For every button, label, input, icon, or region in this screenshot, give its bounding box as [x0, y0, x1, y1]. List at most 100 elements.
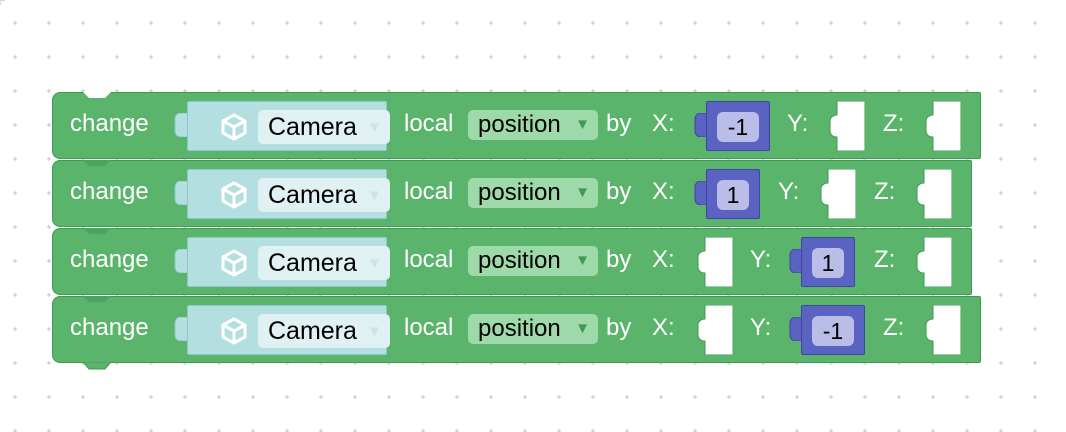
y-label: Y:: [750, 246, 772, 273]
x-value-field[interactable]: -1: [717, 112, 759, 142]
x-input[interactable]: 1: [694, 169, 762, 219]
grid-cross: [47, 395, 51, 399]
number-block[interactable]: -1: [706, 101, 770, 151]
grid-cross: [999, 225, 1003, 229]
grid-cross: [863, 395, 867, 399]
grid-cross: [999, 395, 1003, 399]
property-dropdown-value: position: [478, 315, 561, 342]
grid-cross: [285, 429, 289, 432]
grid-cross: [659, 55, 663, 59]
space-label: local: [404, 314, 454, 341]
object-dropdown[interactable]: Camera ▼: [258, 178, 390, 212]
grid-cross: [285, 395, 289, 399]
grid-cross: [1033, 55, 1037, 59]
property-dropdown[interactable]: position ▼: [468, 110, 598, 140]
grid-cross: [795, 429, 799, 432]
grid-cross: [1033, 157, 1037, 161]
object-block[interactable]: Camera ▼: [187, 305, 390, 355]
number-connector: [789, 317, 803, 341]
grid-cross: [897, 395, 901, 399]
x-value-field[interactable]: 1: [717, 180, 749, 210]
triangle-down-icon: ▼: [367, 323, 382, 340]
property-dropdown[interactable]: position ▼: [468, 246, 598, 276]
y-input-empty[interactable]: [825, 101, 865, 151]
y-input-empty[interactable]: [816, 169, 856, 219]
grid-cross: [999, 327, 1003, 331]
y-value-field[interactable]: 1: [812, 248, 844, 278]
z-input-empty[interactable]: [921, 101, 961, 151]
grid-cross: [523, 21, 527, 25]
x-input-empty[interactable]: [693, 237, 733, 287]
change-position-block[interactable]: change Camera ▼ local position ▼ by X: Y…: [52, 228, 972, 295]
z-input-empty[interactable]: [912, 237, 952, 287]
object-block[interactable]: Camera ▼: [187, 169, 390, 219]
grid-cross: [1033, 191, 1037, 195]
grid-cross: [829, 55, 833, 59]
grid-cross: [149, 395, 153, 399]
y-input[interactable]: -1: [789, 305, 867, 355]
grid-cross: [625, 21, 629, 25]
object-input[interactable]: Camera ▼: [173, 169, 390, 219]
grid-cross: [13, 157, 17, 161]
change-label: change: [70, 246, 149, 273]
y-input[interactable]: 1: [789, 237, 857, 287]
object-dropdown[interactable]: Camera ▼: [258, 110, 390, 144]
grid-cross: [1033, 361, 1037, 365]
grid-cross: [557, 21, 561, 25]
grid-cross: [115, 21, 119, 25]
grid-cross: [965, 21, 969, 25]
block-notch: [83, 296, 111, 302]
x-input[interactable]: -1: [694, 101, 772, 151]
space-label: local: [404, 110, 454, 137]
grid-cross: [795, 55, 799, 59]
triangle-down-icon: ▼: [367, 187, 382, 204]
grid-cross: [965, 395, 969, 399]
object-block[interactable]: Camera ▼: [187, 101, 390, 151]
number-block[interactable]: 1: [801, 237, 855, 287]
change-position-block[interactable]: change Camera ▼ local position ▼ by X: 1…: [52, 160, 972, 227]
object-dropdown[interactable]: Camera ▼: [258, 246, 390, 280]
grid-cross: [47, 225, 51, 229]
y-value-field[interactable]: -1: [812, 316, 854, 346]
grid-cross: [489, 21, 493, 25]
grid-cross: [625, 395, 629, 399]
grid-cross: [387, 395, 391, 399]
object-input[interactable]: Camera ▼: [173, 305, 390, 355]
object-block[interactable]: Camera ▼: [187, 237, 390, 287]
change-position-block[interactable]: change Camera ▼ local position ▼ by X: Y…: [52, 296, 981, 370]
grid-cross: [455, 429, 459, 432]
object-input[interactable]: Camera ▼: [173, 237, 390, 287]
cube-icon: [221, 113, 247, 141]
grid-cross: [523, 395, 527, 399]
z-label: Z:: [883, 110, 905, 137]
object-dropdown[interactable]: Camera ▼: [258, 314, 390, 348]
grid-cross: [489, 55, 493, 59]
property-dropdown[interactable]: position ▼: [468, 178, 598, 208]
object-connector: [174, 181, 189, 205]
number-block[interactable]: 1: [706, 169, 760, 219]
x-input-empty[interactable]: [693, 305, 733, 355]
grid-cross: [625, 429, 629, 432]
property-dropdown-value: position: [478, 247, 561, 274]
grid-cross: [421, 429, 425, 432]
object-input[interactable]: Camera ▼: [173, 101, 390, 151]
grid-cross: [965, 429, 969, 432]
z-input-empty[interactable]: [921, 305, 961, 355]
z-input-empty[interactable]: [912, 169, 952, 219]
grid-cross: [47, 361, 51, 365]
number-block[interactable]: -1: [801, 305, 865, 355]
grid-cross: [761, 55, 765, 59]
object-dropdown-value: Camera: [268, 249, 357, 277]
grid-cross: [523, 429, 527, 432]
by-label: by: [606, 314, 632, 341]
grid-cross: [47, 293, 51, 297]
grid-cross: [693, 395, 697, 399]
cube-icon: [221, 317, 247, 345]
grid-cross: [115, 55, 119, 59]
property-dropdown[interactable]: position ▼: [468, 314, 598, 344]
grid-cross: [591, 21, 595, 25]
grid-cross: [47, 191, 51, 195]
grid-cross: [557, 395, 561, 399]
grid-cross: [557, 55, 561, 59]
change-position-block[interactable]: change Camera ▼ local position ▼ by X: -…: [52, 92, 981, 159]
